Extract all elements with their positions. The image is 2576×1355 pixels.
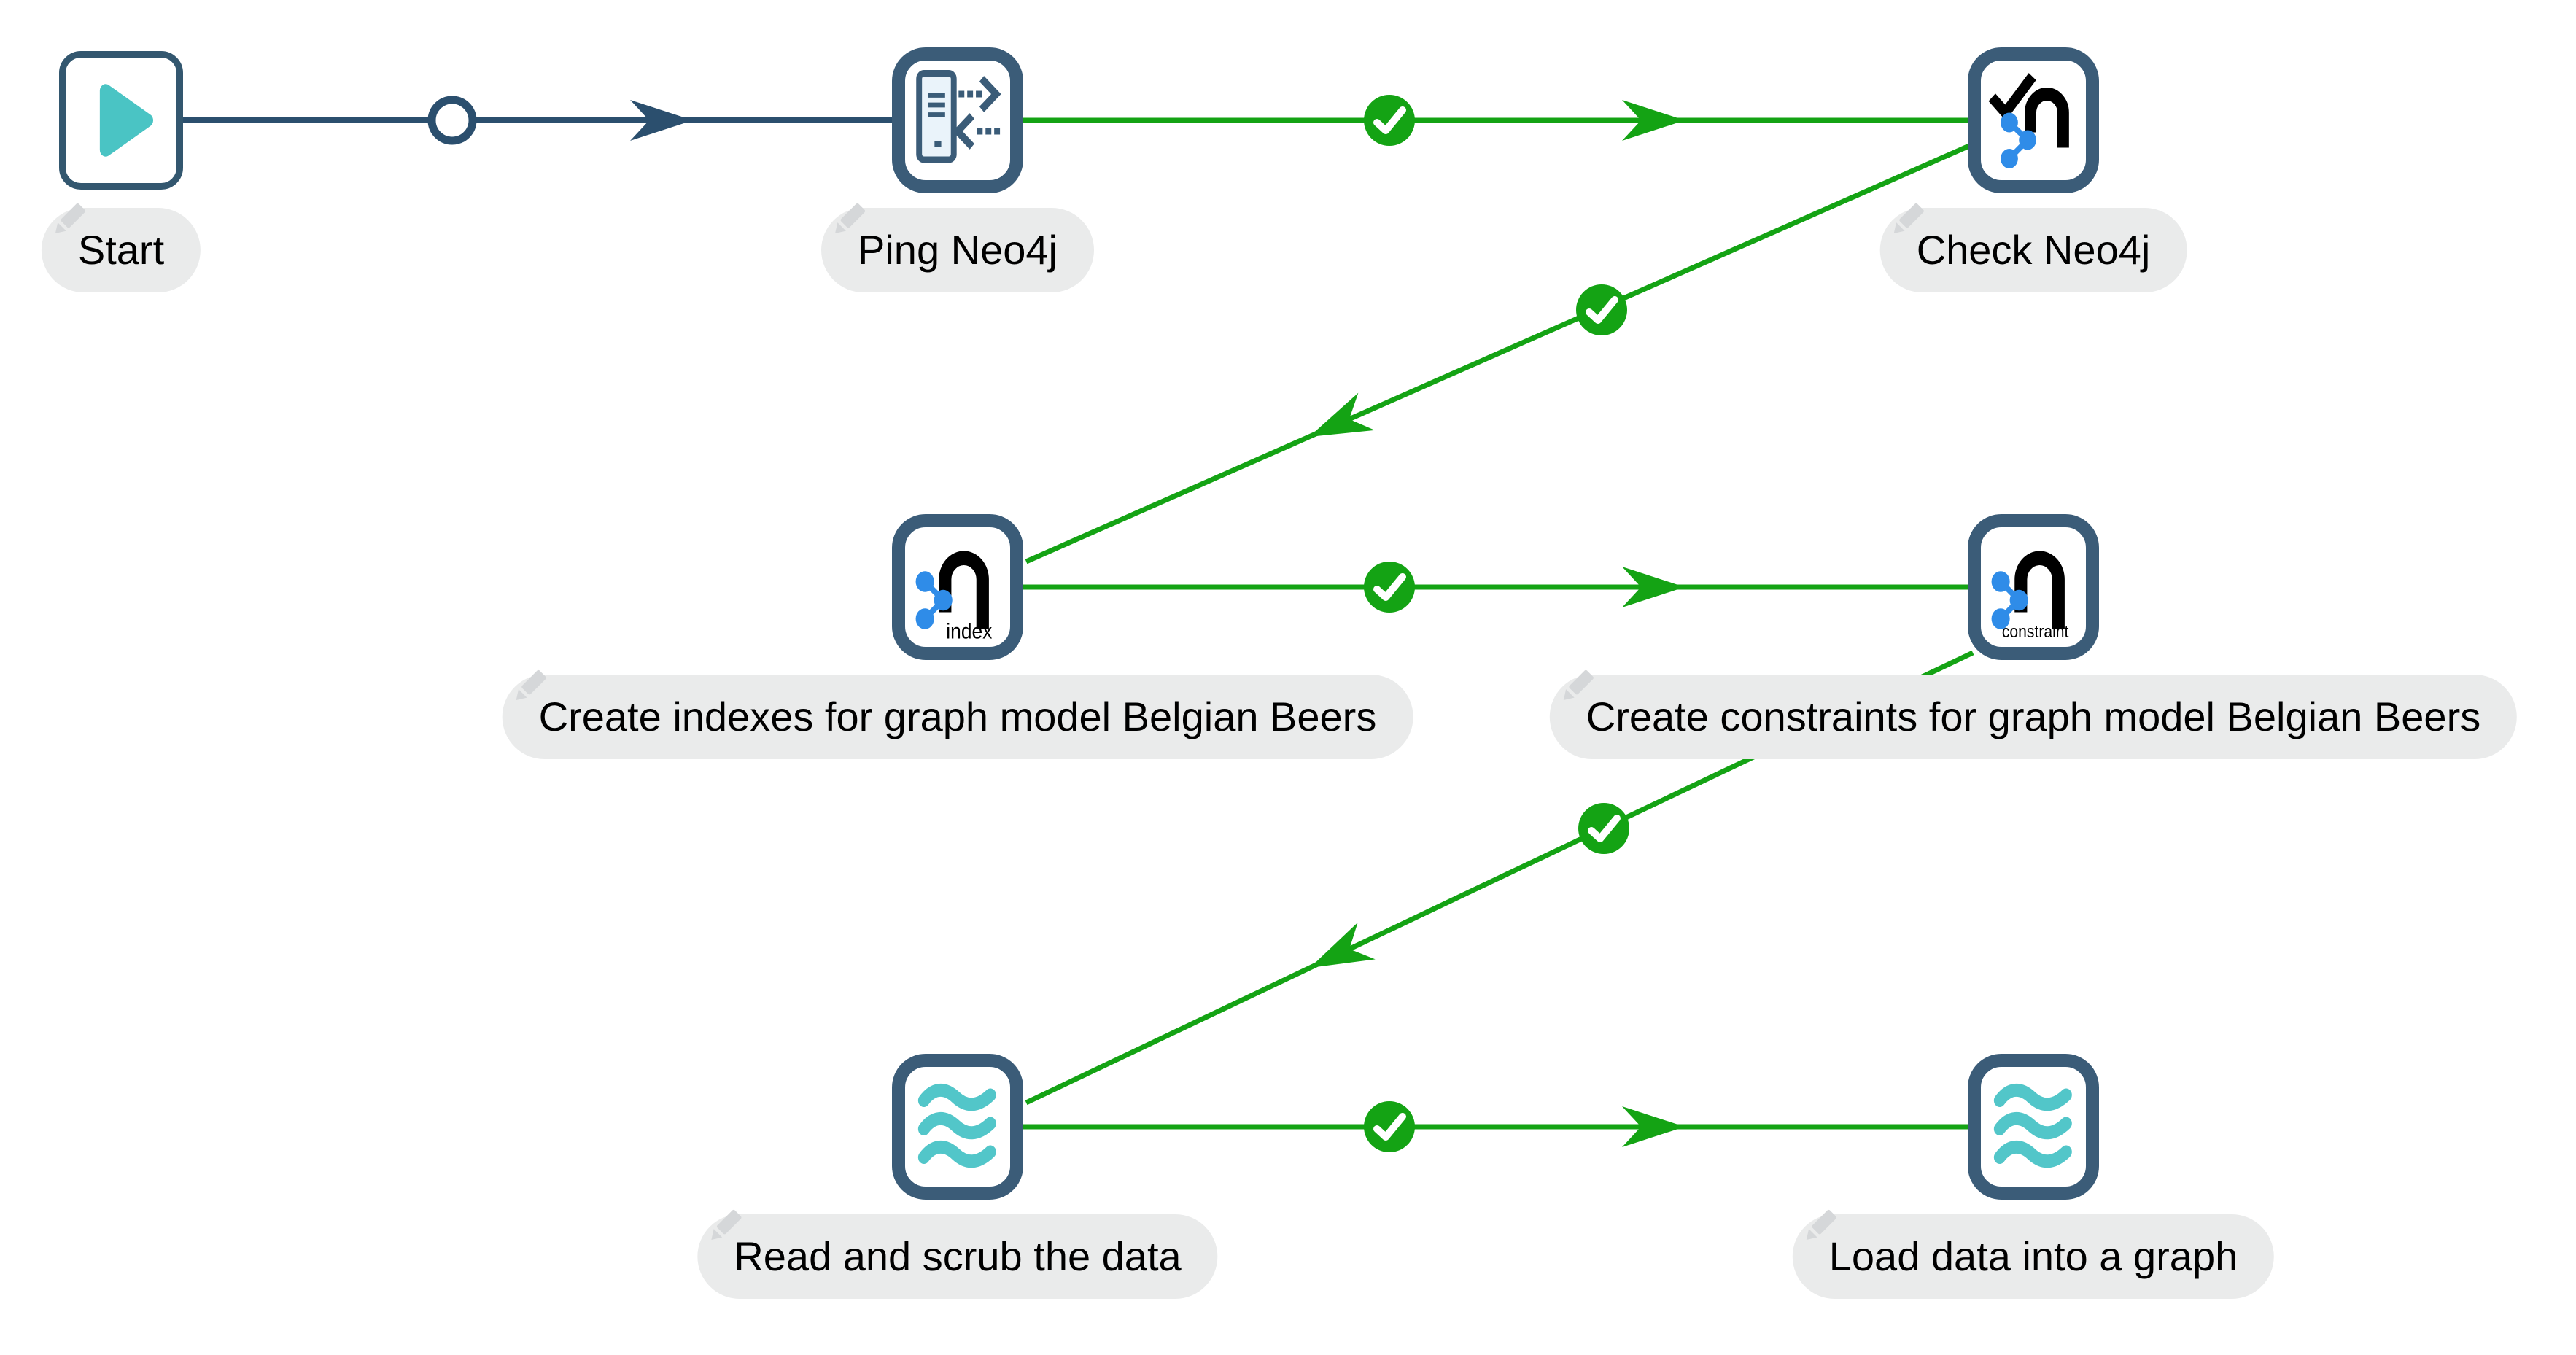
success-check-icon [1588, 815, 1621, 842]
node-label-create-constraints[interactable]: Create constraints for graph model Belgi… [1549, 669, 2518, 759]
node-label-start[interactable]: Start [41, 203, 201, 292]
node-label-text: Check Neo4j [1916, 227, 2151, 273]
action-node-create-constraints[interactable]: constraint [1968, 514, 2099, 660]
pipeline-waves-icon [917, 1083, 996, 1168]
hop-success-badge[interactable] [1578, 803, 1629, 854]
edit-pencil-icon [1893, 203, 1924, 233]
edit-pencil-icon [516, 669, 546, 700]
action-node-read-scrub-data[interactable] [892, 1054, 1023, 1200]
hop-arrowhead [1622, 100, 1685, 141]
action-node-ping-neo4j[interactable] [892, 47, 1023, 193]
hop-success-badge[interactable] [1576, 284, 1627, 335]
neo4j-constraint-icon: constraint [1991, 551, 2069, 642]
server-ping-icon [916, 70, 1001, 163]
action-node-check-neo4j[interactable] [1968, 47, 2099, 193]
hop-arrowhead [1309, 392, 1375, 437]
icon-caption: index [946, 618, 992, 642]
hop-success-badge[interactable] [1364, 562, 1415, 613]
node-label-check-neo4j[interactable]: Check Neo4j [1879, 203, 2187, 292]
node-label-text: Load data into a graph [1828, 1233, 2238, 1279]
success-check-icon [1373, 106, 1406, 134]
node-label-text: Read and scrub the data [734, 1233, 1182, 1279]
success-check-icon [1373, 1113, 1406, 1141]
edit-pencil-icon [1563, 669, 1594, 700]
success-check-icon [1586, 296, 1618, 324]
hop-arrowhead [630, 100, 693, 141]
hop-arrowhead [1622, 1106, 1685, 1147]
hop-arrowhead [1622, 567, 1685, 607]
hop-arrowhead [1310, 922, 1376, 968]
neo4j-check-icon [1988, 73, 2069, 168]
success-check-icon [1373, 573, 1406, 601]
hop-success-badge[interactable] [1364, 95, 1415, 146]
edit-pencil-icon [1806, 1209, 1836, 1240]
pipeline-waves-icon [1993, 1083, 2072, 1168]
action-node-start[interactable] [59, 51, 183, 190]
node-label-text: Ping Neo4j [858, 227, 1058, 273]
node-label-ping-neo4j[interactable]: Ping Neo4j [821, 203, 1094, 292]
node-label-load-data[interactable]: Load data into a graph [1792, 1209, 2275, 1299]
edit-pencil-icon [711, 1209, 742, 1240]
action-node-create-indexes[interactable]: index [892, 514, 1023, 660]
node-label-text: Create indexes for graph model Belgian B… [538, 694, 1377, 739]
edit-pencil-icon [835, 203, 866, 233]
edit-pencil-icon [55, 203, 85, 233]
hop-entry-circle[interactable] [427, 96, 477, 145]
action-node-load-data[interactable] [1968, 1054, 2099, 1200]
node-label-create-indexes[interactable]: Create indexes for graph model Belgian B… [502, 669, 1413, 759]
node-label-text: Create constraints for graph model Belgi… [1586, 694, 2481, 739]
hop-success-badge[interactable] [1364, 1101, 1415, 1152]
icon-caption: constraint [2002, 622, 2069, 642]
node-label-read-scrub-data[interactable]: Read and scrub the data [697, 1209, 1218, 1299]
play-icon [99, 84, 154, 157]
neo4j-index-icon: index [915, 551, 992, 642]
node-label-text: Start [77, 227, 165, 273]
hop-line-check-neo4j-create-indexes[interactable] [1025, 143, 1971, 564]
